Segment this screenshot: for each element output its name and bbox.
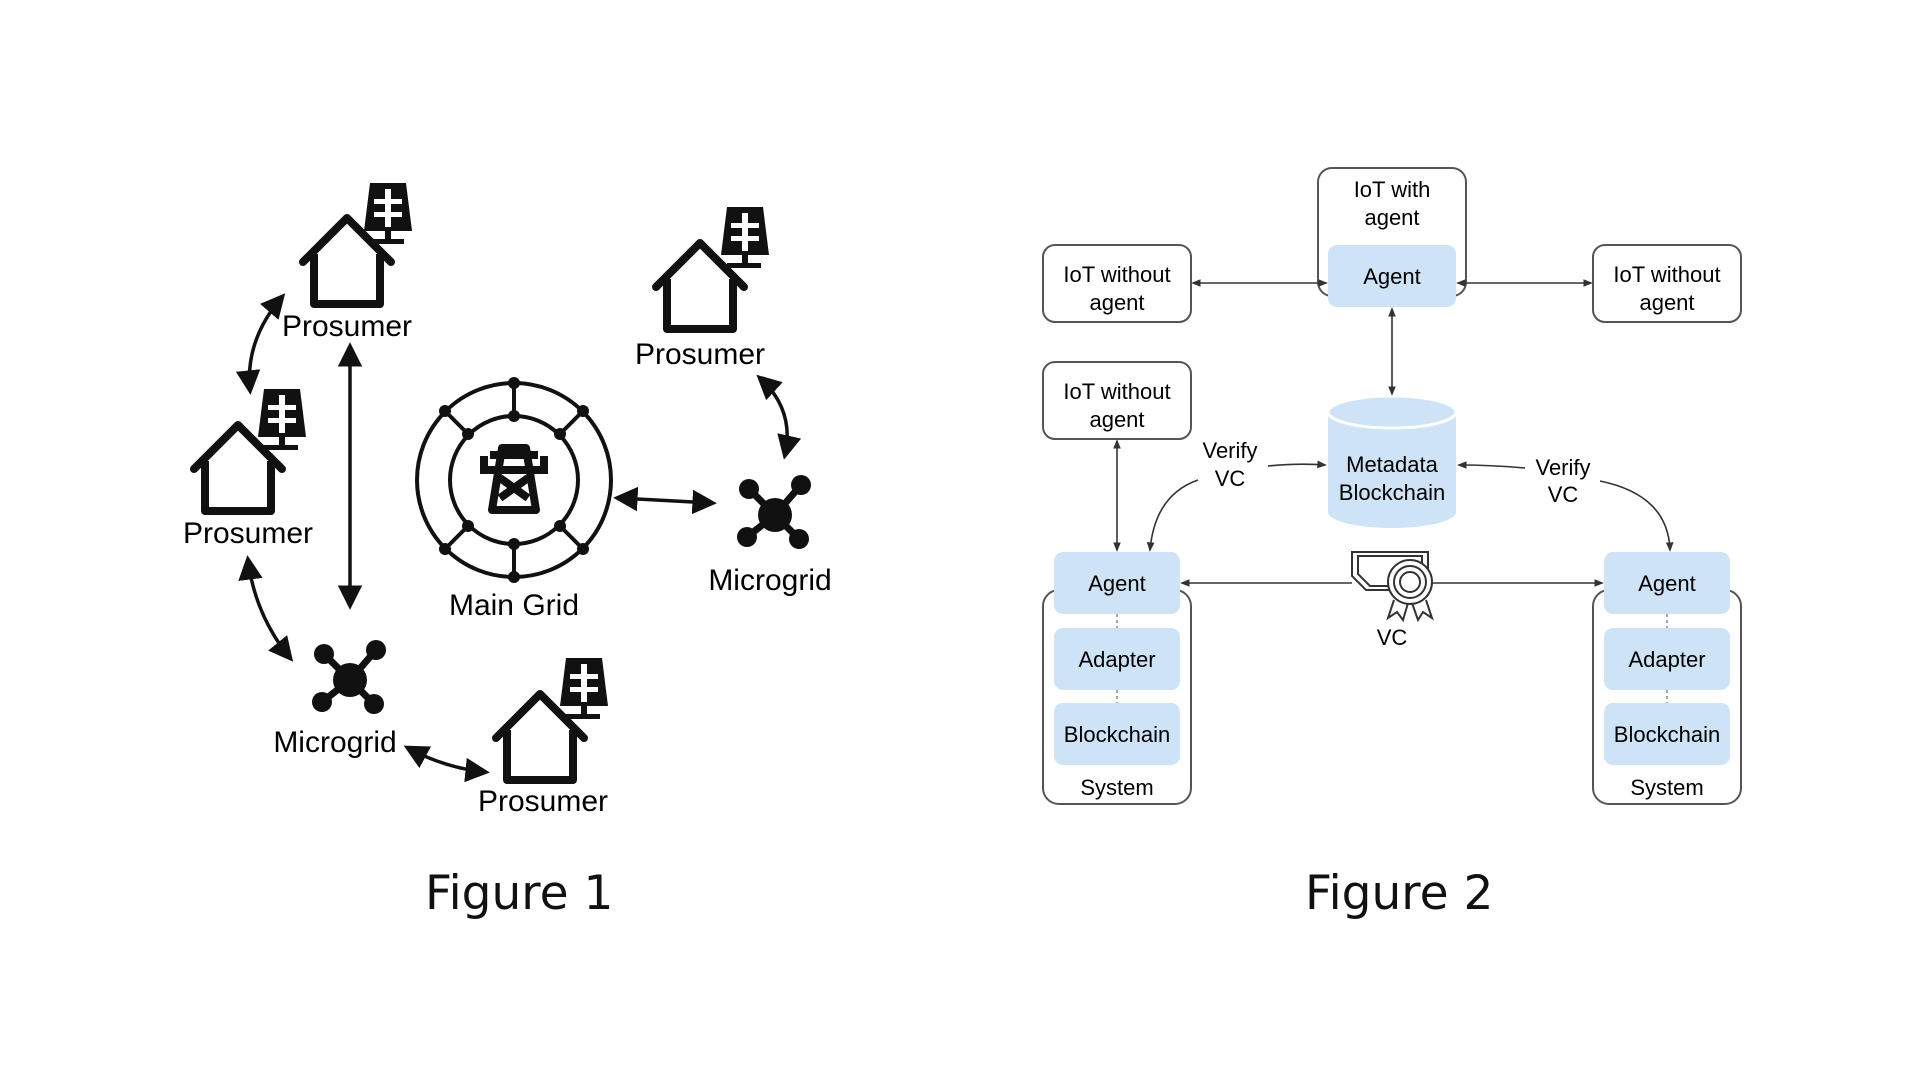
prosumer-right-label: Prosumer (635, 338, 765, 371)
agent-box-top (1328, 245, 1456, 307)
blockchain-box-left (1054, 703, 1180, 765)
svg-text:agent: agent (1639, 290, 1694, 315)
prosumer-left-label: Prosumer (183, 517, 313, 550)
adapter-box-right (1604, 628, 1730, 690)
solar-panel-icon (258, 389, 306, 450)
arrow-maingrid-to-microgrid (613, 486, 717, 515)
svg-text:IoT without: IoT without (1613, 262, 1720, 287)
microgrid-right-label: Microgrid (708, 564, 831, 597)
svg-text:IoT without: IoT without (1063, 379, 1170, 404)
house-icon (496, 694, 584, 780)
blockchain-box-right (1604, 703, 1730, 765)
figure-1-caption: Figure 1 (425, 866, 614, 921)
iot-without-agent-left-top: IoT without agent (1042, 244, 1192, 323)
solar-panel-icon (560, 658, 608, 719)
figure-2: IoT with agent Agent IoT without agent I… (1042, 167, 1742, 805)
house-icon (656, 243, 744, 329)
microgrid-left-label: Microgrid (273, 726, 396, 759)
system-right: Agent Adapter Blockchain System (1592, 552, 1742, 805)
solar-panel-icon (721, 207, 769, 268)
verify-vc-right-1: Verify (1535, 455, 1590, 480)
iot-without-agent-left-mid: IoT without agent (1042, 361, 1192, 440)
svg-text:Adapter: Adapter (1628, 647, 1705, 672)
vc-label: VC (1377, 625, 1408, 650)
main-grid-label: Main Grid (449, 589, 579, 622)
svg-text:Adapter: Adapter (1078, 647, 1155, 672)
prosumer-right: Prosumer (635, 207, 769, 371)
metadata-blockchain: Metadata Blockchain (1326, 394, 1458, 528)
svg-text:IoT without: IoT without (1063, 262, 1170, 287)
solar-panel-icon (364, 183, 412, 244)
microgrid-icon (312, 640, 386, 714)
svg-text:System: System (1080, 775, 1153, 800)
figure-2-caption: Figure 2 (1305, 866, 1494, 921)
svg-text:agent: agent (1089, 407, 1144, 432)
vc-certificate: VC (1351, 551, 1434, 650)
microgrid-left: Microgrid (273, 640, 397, 759)
arrow-verify-left-to-metadata (1267, 460, 1327, 469)
svg-text:Metadata: Metadata (1346, 452, 1438, 477)
svg-text:IoT with: IoT with (1354, 177, 1431, 202)
svg-text:agent: agent (1089, 290, 1144, 315)
verify-vc-left-1: Verify (1202, 438, 1257, 463)
svg-text:Blockchain: Blockchain (1614, 722, 1720, 747)
prosumer-left: Prosumer (183, 389, 313, 550)
agent-box-left (1054, 552, 1180, 614)
verify-vc-right-2: VC (1548, 482, 1579, 507)
arrow-verify-left-to-agent-left (1146, 479, 1199, 552)
svg-text:Blockchain: Blockchain (1339, 480, 1445, 505)
arrow-verify-right-to-agent-right (1599, 480, 1674, 552)
system-left: Agent Adapter Blockchain System (1042, 552, 1192, 805)
svg-text:Blockchain: Blockchain (1064, 722, 1170, 747)
prosumer-top-label: Prosumer (282, 310, 412, 343)
figure-1: Prosumer Prosumer Prosumer Prosumer (183, 183, 832, 818)
prosumer-bottom: Prosumer (478, 658, 608, 818)
arrow-verify-right-to-metadata (1457, 461, 1526, 469)
svg-text:Agent: Agent (1088, 571, 1146, 596)
microgrid-icon (737, 475, 811, 549)
certificate-icon (1351, 551, 1434, 623)
database-icon (1326, 394, 1458, 430)
power-tower-icon (480, 444, 548, 514)
arrow-prosumer-top-to-left (235, 293, 286, 395)
adapter-box-left (1054, 628, 1180, 690)
verify-vc-left-2: VC (1215, 466, 1246, 491)
prosumer-top: Prosumer (282, 183, 412, 343)
main-grid: Main Grid (415, 377, 613, 622)
prosumer-bottom-label: Prosumer (478, 785, 608, 818)
svg-text:System: System (1630, 775, 1703, 800)
iot-without-agent-right-top: IoT without agent (1592, 244, 1742, 323)
agent-box-right (1604, 552, 1730, 614)
grid-connectors (439, 377, 589, 583)
arrow-prosumer-left-to-microgrid (238, 555, 294, 662)
figure-1-arrows (235, 293, 802, 783)
microgrid-right: Microgrid (708, 475, 832, 597)
iot-with-agent: IoT with agent Agent (1317, 167, 1467, 307)
svg-text:Agent: Agent (1638, 571, 1696, 596)
svg-text:Agent: Agent (1363, 264, 1421, 289)
arrow-prosumer-right-to-microgrid (756, 374, 802, 460)
house-icon (194, 425, 282, 511)
figure-2-arrows (1113, 279, 1674, 587)
arrow-microgrid-to-prosumer-bottom (403, 745, 490, 783)
svg-text:agent: agent (1364, 205, 1419, 230)
